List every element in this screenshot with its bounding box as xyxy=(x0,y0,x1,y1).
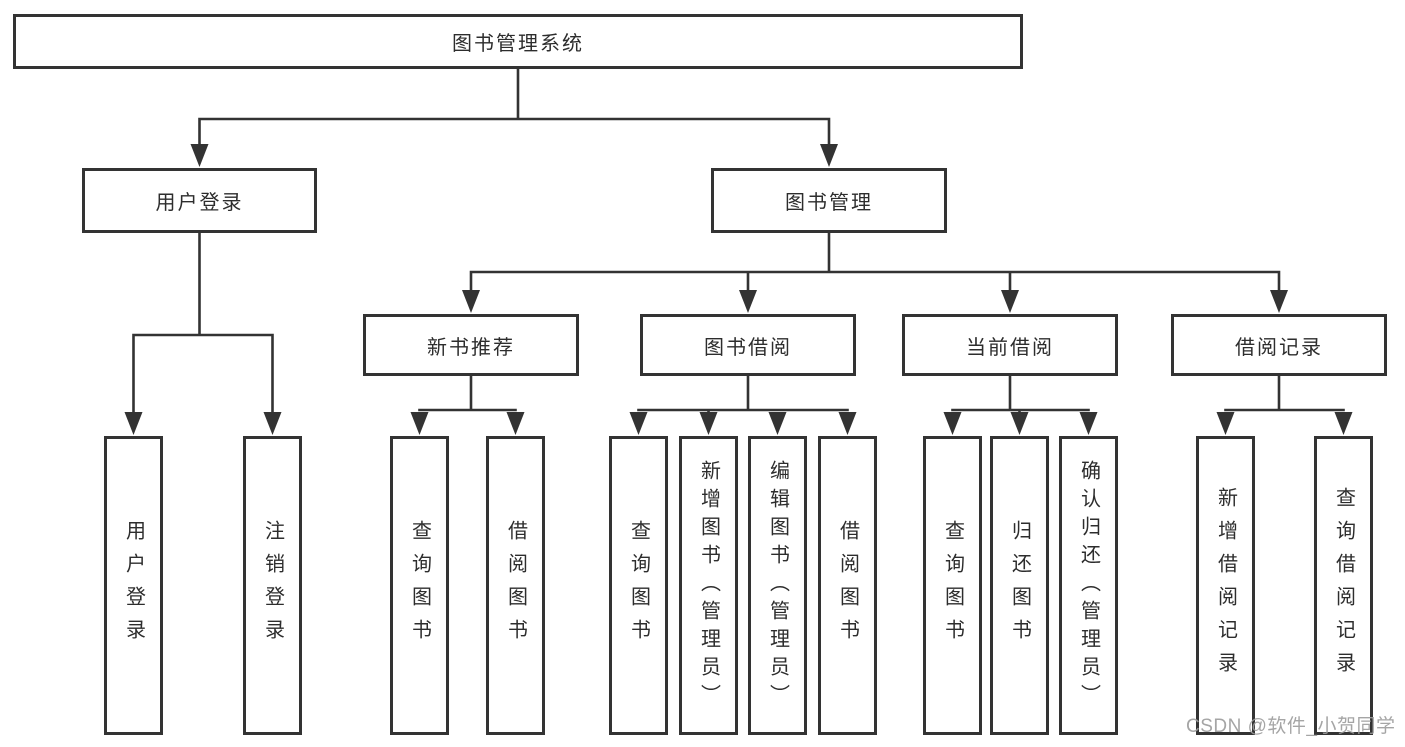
arrow-down-icon xyxy=(1334,412,1353,435)
arrow-down-icon xyxy=(462,290,480,313)
leaf-borrow-edit-book: 编辑图书（管理员） xyxy=(748,436,807,735)
leaf-current-return-book: 归还图书 xyxy=(990,436,1049,735)
leaf-recommend-borrow-book: 借阅图书 xyxy=(486,436,545,735)
node-book-management: 图书管理 xyxy=(711,168,947,233)
leaf-user-login: 用户登录 xyxy=(104,436,163,735)
arrow-down-icon xyxy=(699,412,718,435)
arrow-down-icon xyxy=(1001,290,1019,313)
node-new-book-recommend: 新书推荐 xyxy=(363,314,579,376)
node-root: 图书管理系统 xyxy=(13,14,1023,69)
leaf-borrow-borrow-book: 借阅图书 xyxy=(818,436,877,735)
arrow-down-icon xyxy=(820,144,838,167)
arrow-down-icon xyxy=(1270,290,1288,313)
arrow-down-icon xyxy=(1216,412,1235,435)
leaf-borrow-query-book: 查询图书 xyxy=(609,436,668,735)
arrowhead-icons xyxy=(124,144,1353,435)
arrow-down-icon xyxy=(263,412,282,435)
arrow-down-icon xyxy=(190,144,209,167)
arrow-down-icon xyxy=(1079,412,1098,435)
arrow-down-icon xyxy=(768,412,787,435)
leaf-current-query-book: 查询图书 xyxy=(923,436,982,735)
node-user-login: 用户登录 xyxy=(82,168,317,233)
leaf-record-add: 新增借阅记录 xyxy=(1196,436,1255,735)
watermark: CSDN @软件_小贺同学 xyxy=(1186,716,1396,737)
arrow-down-icon xyxy=(506,412,525,435)
arrow-down-icon xyxy=(838,412,857,435)
leaf-current-confirm-return: 确认归还（管理员） xyxy=(1059,436,1118,735)
arrow-down-icon xyxy=(739,290,757,313)
arrow-down-icon xyxy=(410,412,429,435)
leaf-recommend-query-book: 查询图书 xyxy=(390,436,449,735)
arrow-down-icon xyxy=(1010,412,1029,435)
arrow-down-icon xyxy=(629,412,648,435)
leaf-borrow-add-book: 新增图书（管理员） xyxy=(679,436,738,735)
leaf-record-query: 查询借阅记录 xyxy=(1314,436,1373,735)
node-borrow-record: 借阅记录 xyxy=(1171,314,1387,376)
leaf-logout: 注销登录 xyxy=(243,436,302,735)
node-book-borrow: 图书借阅 xyxy=(640,314,856,376)
arrow-down-icon xyxy=(124,412,143,435)
arrow-down-icon xyxy=(943,412,962,435)
node-current-borrow: 当前借阅 xyxy=(902,314,1118,376)
